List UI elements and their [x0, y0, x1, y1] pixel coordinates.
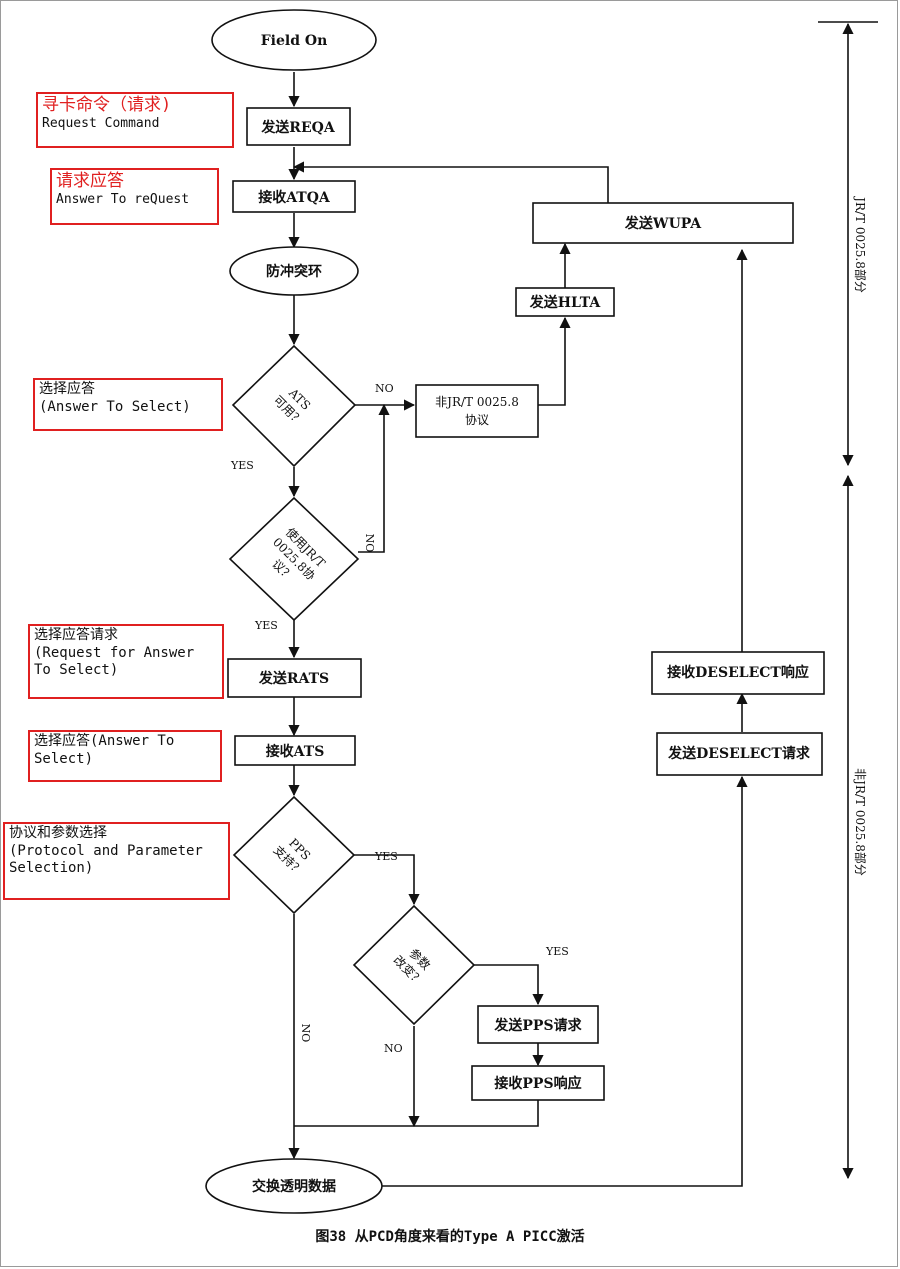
line-recvpps-merge	[294, 1100, 539, 1127]
recv-atqa-box	[232, 180, 356, 213]
annotation-title: 请求应答	[56, 171, 124, 191]
send-wupa-label: 发送WUPA	[624, 215, 702, 232]
send-wupa-box	[532, 202, 794, 244]
annotation-subtitle: Request Command	[42, 116, 160, 132]
annotation-title: 寻卡命令（请求)	[42, 95, 172, 115]
anticollision-node	[229, 246, 359, 296]
label-param-yes: YES	[545, 945, 569, 958]
send-hlta-box	[515, 287, 615, 317]
annotation-title: 选择应答请求	[34, 627, 118, 643]
annotation-request-for-ats: 选择应答请求 (Request for Answer To Select)	[28, 624, 224, 699]
anticollision-label: 防冲突环	[266, 263, 322, 280]
side-label-top: JR/T 0025.8部分	[853, 195, 868, 293]
non-protocol-box	[415, 384, 539, 438]
recv-ats-box	[234, 735, 356, 766]
non-protocol-line2: 协议	[465, 412, 489, 427]
send-hlta-label: 发送HLTA	[529, 294, 602, 311]
connectors	[288, 72, 748, 1187]
recv-pps-label: 接收PPS响应	[494, 1075, 581, 1092]
label-protocol-no: NO	[363, 534, 376, 553]
annotation-subtitle: (Protocol and Parameter Selection)	[9, 842, 203, 877]
annotation-ats-received: 选择应答(Answer To Select)	[28, 730, 222, 782]
arrow-exchange-to-deselect	[381, 775, 748, 1187]
recv-deselect-label: 接收DESELECT响应	[667, 664, 809, 681]
param-decision	[352, 904, 476, 1026]
annotation-title: 协议和参数选择	[9, 825, 107, 841]
ats-decision	[231, 344, 357, 468]
send-pps-box	[477, 1005, 599, 1044]
recv-deselect-box	[651, 651, 825, 695]
annotation-subtitle: Answer To reQuest	[56, 192, 190, 208]
label-pps-yes: YES	[374, 850, 398, 863]
start-label: Field On	[261, 33, 328, 49]
send-rats-box	[227, 658, 362, 698]
send-deselect-label: 发送DESELECT请求	[667, 745, 811, 762]
arrow-wupa-back	[292, 161, 609, 203]
start-node	[211, 9, 377, 71]
figure-caption: 图38 从PCD角度来看的Type A PICC激活	[315, 1229, 585, 1245]
arrow-nonproto-to-hlta	[538, 316, 571, 406]
label-ats-no: NO	[375, 382, 394, 395]
arrow-pps-yes	[354, 854, 420, 906]
annotation-protocol-selection: 协议和参数选择 (Protocol and Parameter Selectio…	[3, 822, 230, 900]
annotation-request-command: 寻卡命令（请求) Request Command	[36, 92, 234, 148]
recv-ats-label: 接收ATS	[266, 743, 325, 760]
annotation-answer-to-select: 选择应答 (Answer To Select)	[33, 378, 223, 431]
exchange-node	[205, 1158, 383, 1214]
annotation-subtitle: (Answer To Select)	[39, 398, 191, 415]
pps-decision	[232, 795, 356, 915]
label-param-no: NO	[384, 1042, 403, 1055]
annotation-subtitle: (Request for Answer To Select)	[34, 644, 195, 679]
send-reqa-box	[246, 107, 351, 146]
label-pps-no: NO	[299, 1024, 312, 1043]
arrow-param-yes	[474, 964, 544, 1006]
arrow-protocol-no	[358, 403, 390, 553]
recv-atqa-label: 接收ATQA	[258, 189, 331, 206]
protocol-decision	[228, 496, 360, 622]
send-pps-label: 发送PPS请求	[493, 1017, 582, 1034]
send-rats-label: 发送RATS	[258, 670, 329, 687]
non-protocol-line1: 非JR/T 0025.8	[435, 395, 519, 409]
exchange-label: 交换透明数据	[252, 1178, 336, 1195]
annotation-title: 选择应答(Answer To	[34, 733, 175, 749]
annotation-subtitle: Select)	[34, 750, 94, 767]
annotation-answer-to-request: 请求应答 Answer To reQuest	[50, 168, 219, 225]
send-deselect-box	[656, 732, 823, 776]
label-ats-yes: YES	[230, 459, 254, 472]
label-protocol-yes: YES	[254, 619, 278, 632]
send-reqa-label: 发送REQA	[260, 119, 336, 136]
annotation-title: 选择应答	[39, 381, 95, 397]
side-label-bottom: 非JR/T 0025.8部分	[853, 768, 868, 876]
recv-pps-box	[471, 1065, 605, 1101]
